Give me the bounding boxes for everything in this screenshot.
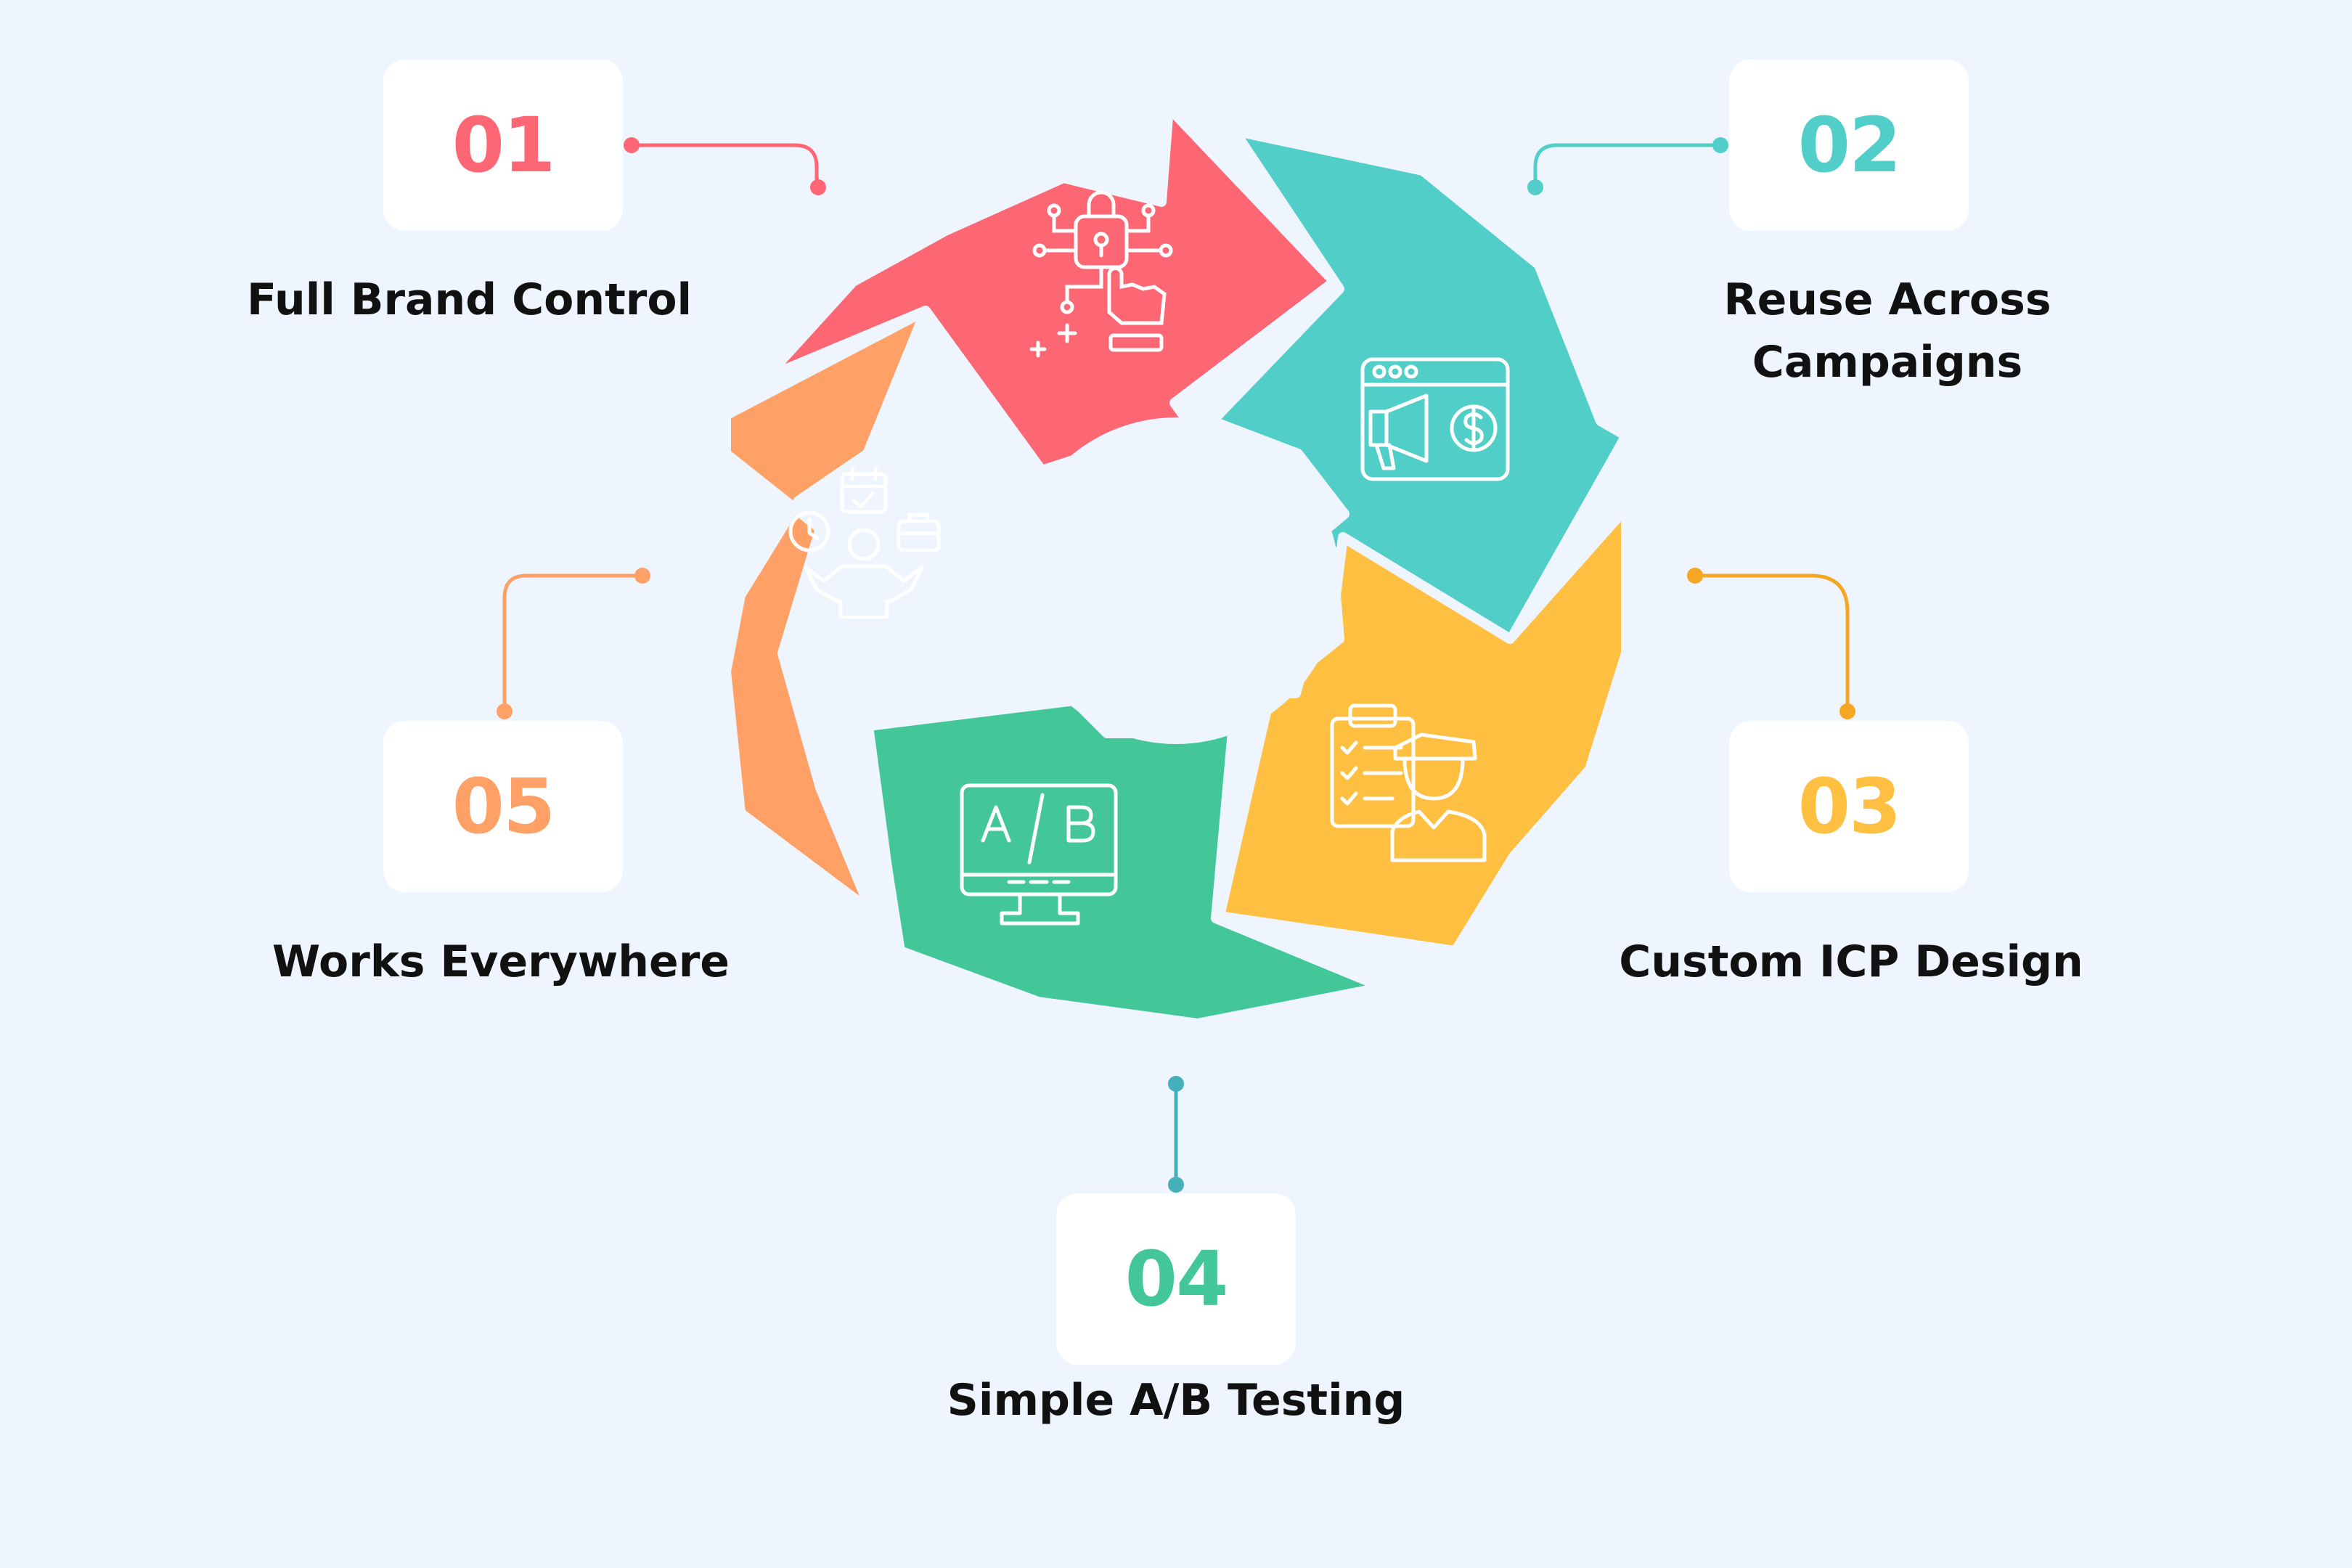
connector-04 (1168, 1076, 1184, 1193)
step-number-05: 05 (452, 762, 556, 851)
step-label-05: Works Everywhere (272, 936, 730, 987)
connector-01 (624, 137, 826, 195)
step-card-05: 05 (383, 721, 623, 892)
lock-circuit-hand-icon (1029, 190, 1173, 358)
connector-03 (1687, 568, 1855, 719)
step-number-02: 02 (1797, 101, 1902, 189)
ab-monitor-icon (960, 783, 1118, 926)
step-label-02: Reuse Across Campaigns (1633, 269, 2141, 393)
step-label-04: Simple A/B Testing (947, 1375, 1405, 1426)
step-label-02-line2: Campaigns (1752, 337, 2023, 388)
person-juggling-tasks-icon (788, 466, 941, 619)
step-card-03: 03 (1729, 721, 1969, 892)
step-label-03: Custom ICP Design (1619, 936, 2083, 987)
step-number-01: 01 (452, 101, 556, 189)
step-number-04: 04 (1124, 1235, 1229, 1323)
step-number-03: 03 (1797, 762, 1902, 851)
step-card-02: 02 (1729, 60, 1969, 231)
step-label-02-line1: Reuse Across (1723, 274, 2051, 325)
step-label-01: Full Brand Control (247, 274, 693, 325)
step-card-04: 04 (1056, 1193, 1296, 1365)
connector-02 (1527, 137, 1728, 195)
clipboard-persona-icon (1330, 703, 1487, 862)
cycle-hub (1013, 417, 1339, 744)
step-card-01: 01 (383, 60, 623, 231)
segment-04 (863, 695, 1388, 1029)
browser-megaphone-dollar-icon (1360, 357, 1510, 481)
connector-05 (497, 568, 650, 719)
